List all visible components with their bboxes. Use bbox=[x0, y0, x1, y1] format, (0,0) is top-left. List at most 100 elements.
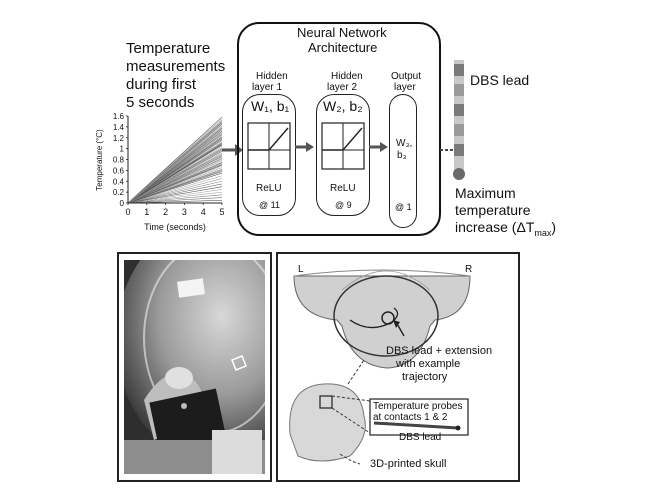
y-tick-label: 1.6 bbox=[113, 112, 125, 121]
y-tick-label: 1.2 bbox=[113, 134, 125, 143]
probe-label-line-1: Temperature probes bbox=[373, 401, 463, 412]
chart-series-line bbox=[127, 194, 223, 204]
skull-zoom-box bbox=[319, 395, 333, 409]
chart-series-line bbox=[127, 175, 223, 204]
output-label-line-1: Output bbox=[391, 71, 422, 82]
trajectory-pointer-head bbox=[393, 320, 400, 328]
caption-line-4: 5 seconds bbox=[126, 94, 195, 111]
output-units: @ 1 bbox=[395, 202, 412, 212]
skull-outline bbox=[289, 383, 366, 462]
hidden1-weights: W₁, b₁ bbox=[251, 98, 290, 114]
x-tick-label: 4 bbox=[201, 207, 206, 217]
caption-line-3: during first bbox=[126, 76, 197, 93]
chart-series-line bbox=[127, 116, 223, 204]
y-tick-label: 0.4 bbox=[113, 177, 125, 186]
inset-lead bbox=[373, 421, 459, 430]
phantom-illustration bbox=[289, 269, 471, 465]
dbs-lead-label: DBS lead bbox=[470, 72, 530, 88]
phantom-coil bbox=[381, 311, 395, 325]
hidden1-units: @ 11 bbox=[259, 200, 280, 210]
mri-scanner-illustration bbox=[124, 260, 265, 474]
network-title-line-2: Architecture bbox=[308, 40, 378, 55]
network-box bbox=[237, 22, 441, 236]
chart-series-line bbox=[127, 189, 223, 204]
probe-label-line-2: at contacts 1 & 2 bbox=[373, 412, 448, 423]
chart-series-line bbox=[127, 197, 223, 204]
temperature-chart: 0 0.2 0.4 0.60.8 1 1.2 1.4 1.6 0 1 2 3 4 5 Temperatu… bbox=[95, 112, 225, 232]
inset-contact bbox=[455, 425, 461, 431]
relu-plot-1 bbox=[247, 122, 291, 170]
x-tick-label: 2 bbox=[163, 207, 168, 217]
inset-lead-label: DBS lead bbox=[399, 432, 442, 443]
output-label-line-2: layer bbox=[394, 82, 416, 93]
hidden1-box bbox=[242, 94, 296, 216]
y-tick-label: 1 bbox=[120, 145, 125, 154]
y-tick-group: 0 0.2 0.4 0.60.8 1 1.2 1.4 1.6 bbox=[113, 112, 128, 208]
hidden2-label-line-1: Hidden bbox=[331, 71, 363, 82]
hidden2-box bbox=[316, 94, 370, 216]
chart-series-line bbox=[127, 186, 223, 204]
result-line-3: increase (ΔTmax) bbox=[455, 219, 556, 238]
chart-series-line bbox=[127, 144, 223, 204]
result-subscript: max bbox=[534, 227, 552, 238]
y-tick-label: 0.2 bbox=[113, 188, 125, 197]
trajectory-label-line-1: DBS lead + extension bbox=[386, 345, 493, 357]
relu-plot-2 bbox=[321, 122, 365, 170]
result-close-paren: ) bbox=[551, 219, 557, 235]
chart-series-line bbox=[127, 191, 223, 204]
caption-line-2: measurements bbox=[126, 58, 226, 75]
output-box bbox=[389, 94, 417, 228]
chart-series-line bbox=[127, 155, 223, 204]
hidden2-weights: W₂, b₂ bbox=[323, 98, 363, 114]
chart-series-line bbox=[127, 183, 223, 204]
chart-series-line bbox=[127, 162, 223, 204]
y-tick-label: 0 bbox=[120, 199, 125, 208]
chart-series-line bbox=[127, 133, 223, 204]
phantom-top-rim bbox=[293, 269, 471, 277]
chart-series-line bbox=[127, 178, 223, 204]
chart-series-line bbox=[127, 149, 223, 204]
trajectory-label-line-3: trajectory bbox=[402, 371, 448, 383]
result-line-2: temperature bbox=[455, 202, 531, 218]
x-axis-label: Time (seconds) bbox=[144, 222, 206, 232]
chart-series-line bbox=[127, 139, 223, 204]
skull-label: 3D-printed skull bbox=[370, 458, 447, 470]
output-weights-line-1: W₃, bbox=[396, 138, 413, 149]
dbs-lead-graphic bbox=[453, 60, 465, 180]
y-tick-label: 0.6 bbox=[113, 166, 125, 175]
x-tick-group: 0 1 2 3 4 5 bbox=[125, 203, 225, 217]
zoom-line-bottom bbox=[331, 407, 371, 434]
right-marker: R bbox=[465, 264, 473, 275]
chart-series-group bbox=[127, 116, 223, 204]
network-title-line-1: Neural Network bbox=[297, 25, 387, 40]
output-weights-line-2: b₃ bbox=[397, 150, 407, 161]
x-tick-label: 0 bbox=[125, 207, 130, 217]
hidden2-label-line-2: layer 2 bbox=[327, 82, 358, 93]
y-tick-label: 0.8 bbox=[113, 156, 125, 165]
result-line-1: Maximum bbox=[455, 185, 516, 201]
caption-line-1: Temperature bbox=[126, 40, 211, 57]
skull-leader-line bbox=[347, 359, 365, 385]
x-tick-label: 3 bbox=[182, 207, 187, 217]
chart-series-line bbox=[127, 128, 223, 204]
x-tick-label: 5 bbox=[219, 207, 224, 217]
trajectory-label-line-2: with example bbox=[396, 358, 461, 370]
result-line-3-text: increase (ΔT bbox=[455, 219, 535, 235]
left-marker: L bbox=[298, 264, 304, 275]
hidden1-label-line-1: Hidden bbox=[256, 71, 288, 82]
chart-series-line bbox=[127, 122, 223, 204]
phantom-head-mesh bbox=[341, 270, 431, 291]
arrow-h2-to-output bbox=[369, 142, 388, 152]
y-axis-label: Temperature (°C) bbox=[95, 129, 104, 191]
x-tick-label: 1 bbox=[144, 207, 149, 217]
hidden2-activation: ReLU bbox=[330, 183, 356, 194]
phantom-head-outline bbox=[333, 275, 439, 357]
hidden1-activation: ReLU bbox=[256, 183, 282, 194]
zoom-line-top bbox=[331, 395, 371, 402]
skull-pointer bbox=[339, 453, 361, 465]
mri-photo bbox=[124, 260, 265, 474]
arrow-h1-to-h2 bbox=[295, 142, 314, 152]
y-tick-label: 1.4 bbox=[113, 123, 125, 132]
chart-series-line bbox=[127, 171, 223, 204]
hidden2-units: @ 9 bbox=[335, 200, 352, 210]
